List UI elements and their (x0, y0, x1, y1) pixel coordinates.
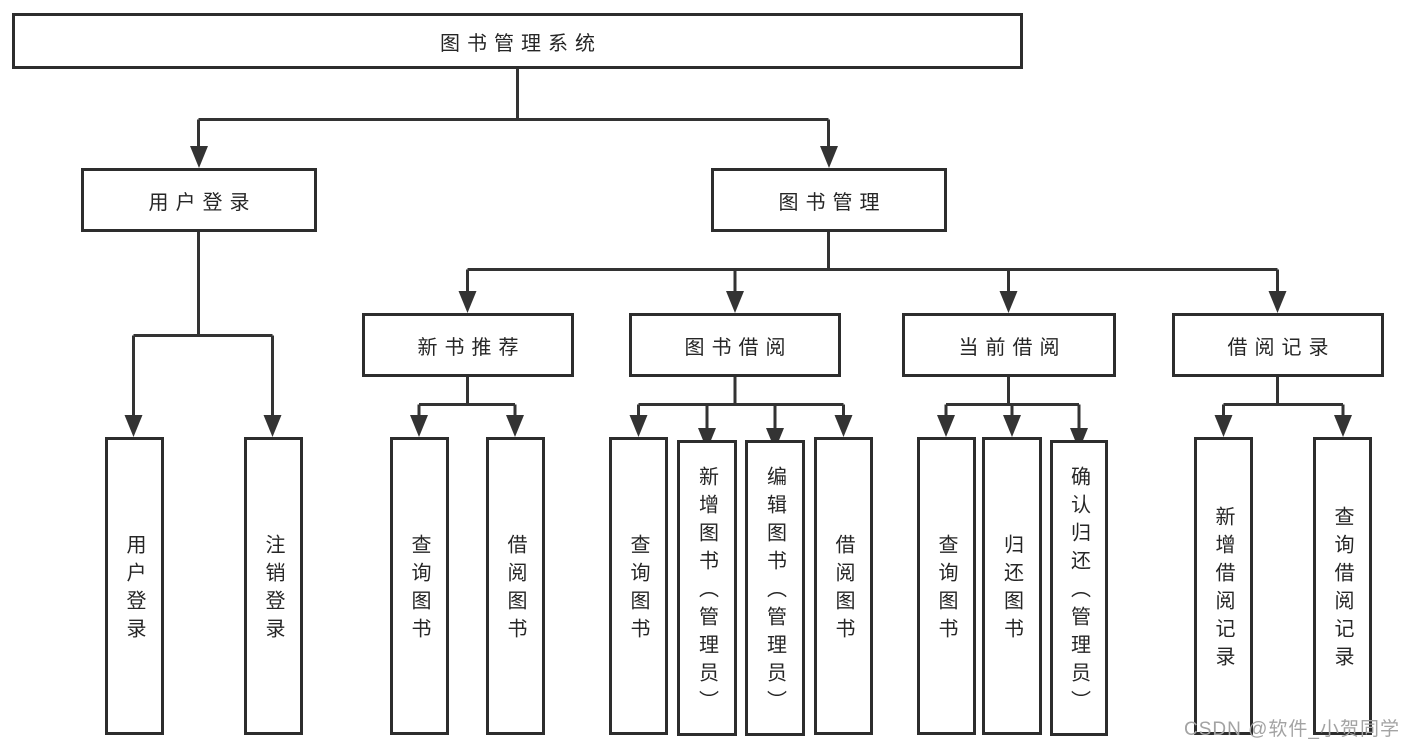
leaf-return-books: 归还图书 (982, 437, 1042, 735)
leaf-confirm-return-admin-label: 确认归还（管理员） (1067, 466, 1090, 718)
leaf-query-books-recommend-label: 查询图书 (408, 534, 430, 646)
leaf-add-borrow-record: 新增借阅记录 (1194, 437, 1253, 735)
leaf-edit-books-admin-label: 编辑图书（管理员） (763, 466, 786, 718)
leaf-query-borrow-record: 查询借阅记录 (1313, 437, 1372, 735)
leaf-logout-label: 注销登录 (262, 534, 284, 646)
leaf-confirm-return-admin: 确认归还（管理员） (1050, 440, 1108, 736)
leaf-query-books-borrow: 查询图书 (609, 437, 668, 735)
node-user-login: 用户登录 (81, 168, 317, 232)
node-current-borrow-label: 当前借阅 (958, 336, 1067, 359)
leaf-user-login: 用户登录 (105, 437, 164, 735)
leaf-query-books-current-label: 查询图书 (935, 534, 957, 646)
leaf-borrow-books-label: 借阅图书 (832, 534, 854, 646)
node-borrow-records-label: 借阅记录 (1227, 336, 1336, 359)
leaf-borrow-books-recommend-label: 借阅图书 (504, 534, 526, 646)
leaf-borrow-books-recommend: 借阅图书 (486, 437, 545, 735)
node-borrow-records: 借阅记录 (1172, 313, 1384, 377)
leaf-query-borrow-record-label: 查询借阅记录 (1331, 506, 1353, 674)
leaf-add-books-admin: 新增图书（管理员） (677, 440, 737, 736)
leaf-borrow-books: 借阅图书 (814, 437, 873, 735)
node-book-management-label: 图书管理 (778, 191, 887, 214)
leaf-logout: 注销登录 (244, 437, 303, 735)
node-user-login-label: 用户登录 (148, 191, 257, 214)
leaf-query-books-current: 查询图书 (917, 437, 976, 735)
node-root: 图书管理系统 (12, 13, 1023, 69)
node-new-book-recommend: 新书推荐 (362, 313, 574, 377)
node-current-borrow: 当前借阅 (902, 313, 1116, 377)
node-book-management: 图书管理 (711, 168, 947, 232)
leaf-user-login-label: 用户登录 (123, 534, 145, 646)
leaf-query-books-borrow-label: 查询图书 (627, 534, 649, 646)
watermark: CSDN @软件_小贺同学 (1184, 719, 1400, 740)
leaf-add-borrow-record-label: 新增借阅记录 (1212, 506, 1234, 674)
node-new-book-recommend-label: 新书推荐 (417, 336, 526, 359)
node-book-borrow: 图书借阅 (629, 313, 841, 377)
node-root-label: 图书管理系统 (440, 32, 602, 55)
leaf-return-books-label: 归还图书 (1000, 534, 1023, 646)
leaf-query-books-recommend: 查询图书 (390, 437, 449, 735)
leaf-add-books-admin-label: 新增图书（管理员） (695, 466, 718, 718)
node-book-borrow-label: 图书借阅 (684, 336, 793, 359)
leaf-edit-books-admin: 编辑图书（管理员） (745, 440, 805, 736)
